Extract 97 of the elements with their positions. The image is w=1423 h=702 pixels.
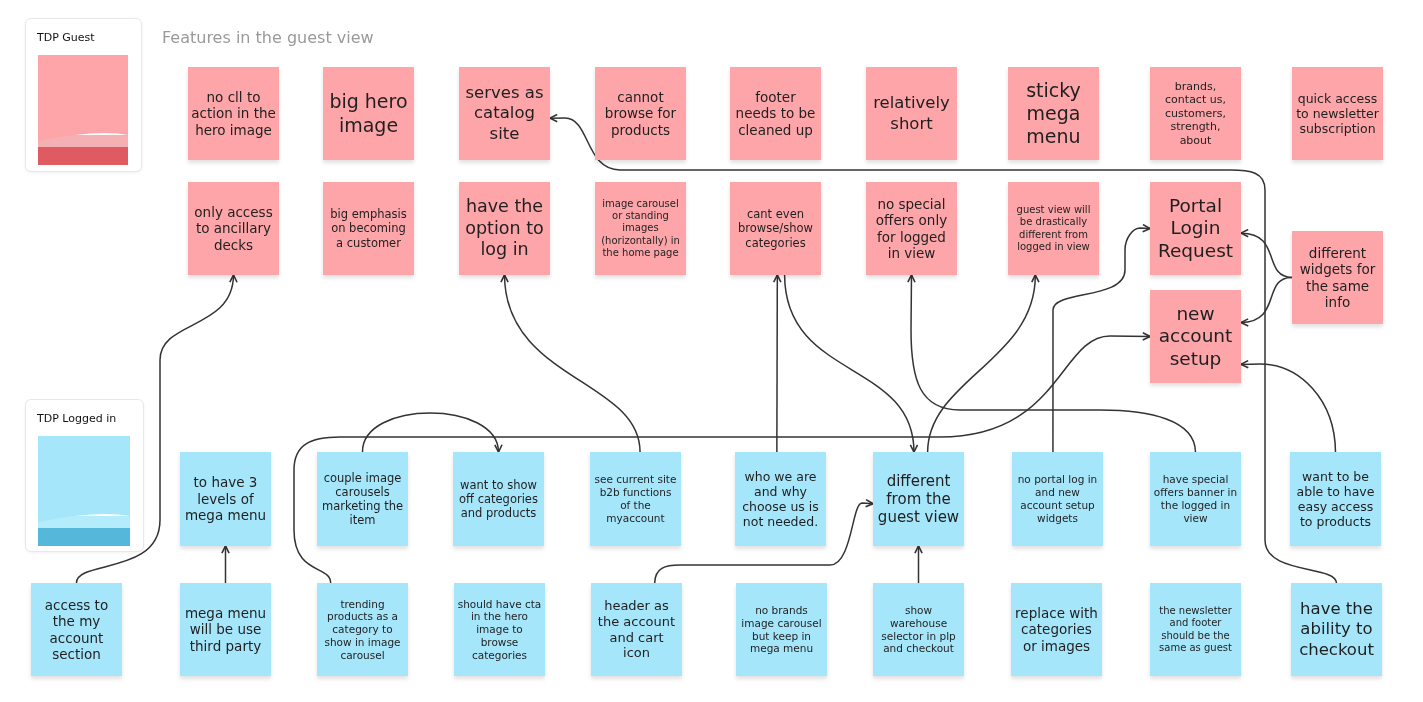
sticky-note: [1008, 182, 1099, 275]
note-text: Portal Login Request: [1156, 194, 1235, 263]
sticky-note: [866, 67, 957, 160]
sticky-note: [1150, 67, 1241, 160]
note-text: image carousel or standing images (horizontally) in the home page: [600, 198, 681, 259]
note-text: the newsletter and footer should be the same as guest: [1158, 605, 1233, 654]
note-text: no portal log in and new account setup widgets: [1016, 473, 1099, 525]
arrow: [914, 545, 923, 584]
sticky-note: [1150, 290, 1241, 383]
note-text: to have 3 levels of mega menu: [183, 474, 268, 524]
sticky-note: [1292, 67, 1383, 160]
sticky-note: [323, 182, 414, 275]
note-text: header as the account and cart icon: [596, 597, 677, 662]
sticky-note: [866, 182, 957, 275]
note-text: brands, contact us, customers, strength, about: [1164, 80, 1227, 147]
note-text: big hero image: [328, 90, 409, 137]
sticky-note: [1012, 452, 1103, 546]
sticky-note: [188, 182, 279, 275]
sticky-note: [1150, 583, 1241, 676]
note-text: serves as catalog site: [464, 83, 545, 144]
note-text: relatively short: [872, 93, 951, 134]
note-text: have the option to log in: [464, 196, 545, 261]
note-text: want to be able to have easy access to products: [1295, 468, 1376, 530]
arrow: [361, 412, 502, 453]
arrow: [1240, 229, 1293, 279]
sticky-note: [1150, 452, 1241, 546]
note-text: new account setup: [1157, 302, 1234, 371]
note-text: cant even browse/show categories: [737, 207, 814, 250]
sticky-note: [1290, 452, 1381, 546]
note-text: mega menu will be use third party: [183, 604, 268, 655]
sticky-note: [1008, 67, 1099, 160]
sticky-note: [730, 67, 821, 160]
sticky-note: [736, 583, 827, 676]
note-text: couple image carousels marketing the item: [320, 470, 405, 528]
note-text: no special offers only for logged in view: [874, 195, 949, 262]
arrow: [1240, 276, 1293, 327]
arrow: [549, 113, 1338, 584]
arrow: [1240, 359, 1337, 453]
note-text: cannot browse for products: [603, 88, 678, 139]
arrow: [783, 274, 918, 453]
arrow: [907, 274, 1197, 453]
sticky-note: [317, 583, 408, 676]
note-text: have the ability to checkout: [1298, 599, 1375, 660]
note-text: only access to ancillary decks: [193, 203, 274, 254]
sticky-note: [180, 452, 271, 546]
note-text: no brands image carousel but keep in mega menu: [740, 603, 823, 656]
template-card: [25, 399, 144, 552]
note-text: guest view will be drastically different from logged in view: [1015, 204, 1092, 253]
sticky-note: [591, 583, 682, 676]
sticky-note: [188, 67, 279, 160]
card-title: TDP Logged in: [37, 412, 117, 425]
note-text: trending products as a category to show in image carousel: [323, 597, 402, 662]
sticky-note: [459, 182, 550, 275]
arrow: [653, 498, 874, 584]
sticky-note: [873, 452, 964, 546]
sticky-note: [454, 583, 545, 676]
note-text: big emphasis on becoming a customer: [329, 207, 408, 250]
note-text: want to show off categories and products: [458, 477, 539, 520]
note-text: sticky mega menu: [1025, 78, 1082, 149]
template-card: [25, 18, 142, 172]
sticky-note: [31, 583, 122, 676]
sticky-note: [1291, 583, 1382, 676]
card-title: TDP Guest: [37, 31, 95, 44]
arrow: [221, 545, 230, 584]
sticky-note: [590, 452, 681, 546]
title: Features in the guest view: [162, 28, 374, 47]
note-text: footer needs to be cleaned up: [734, 88, 817, 139]
arrow: [926, 274, 1039, 453]
note-text: replace with categories or images: [1014, 604, 1099, 655]
arrow: [293, 332, 1151, 584]
sticky-note: [873, 583, 964, 676]
note-text: quick access to newsletter subscription: [1295, 90, 1380, 137]
sticky-note: [323, 67, 414, 160]
sticky-note: [1011, 583, 1102, 676]
sticky-note: [595, 182, 686, 275]
sticky-note: [1150, 182, 1241, 275]
note-text: should have cta in the hero image to browse categories: [457, 597, 542, 662]
arrow: [75, 274, 237, 584]
note-text: access to the my account section: [43, 596, 110, 663]
sticky-note: [735, 452, 826, 546]
sticky-note: [180, 583, 271, 676]
arrow: [500, 274, 641, 453]
sticky-note: [1292, 231, 1383, 324]
sticky-note: [730, 182, 821, 275]
note-text: see current site b2b functions of the myaccount: [593, 473, 678, 525]
sticky-note: [453, 452, 544, 546]
arrow: [1052, 223, 1151, 453]
note-text: no cll to action in the hero image: [191, 88, 276, 139]
note-text: show warehouse selector in plp and checkout: [880, 603, 957, 656]
note-text: have special offers banner in the logged in view: [1153, 473, 1238, 525]
arrow: [772, 274, 782, 453]
sticky-note: [459, 67, 550, 160]
sticky-note: [317, 452, 408, 546]
note-text: different from the guest view: [876, 471, 961, 527]
sticky-note: [595, 67, 686, 160]
note-text: different widgets for the same info: [1298, 244, 1377, 311]
note-text: who we are and why choose us is not needed.: [741, 468, 820, 530]
